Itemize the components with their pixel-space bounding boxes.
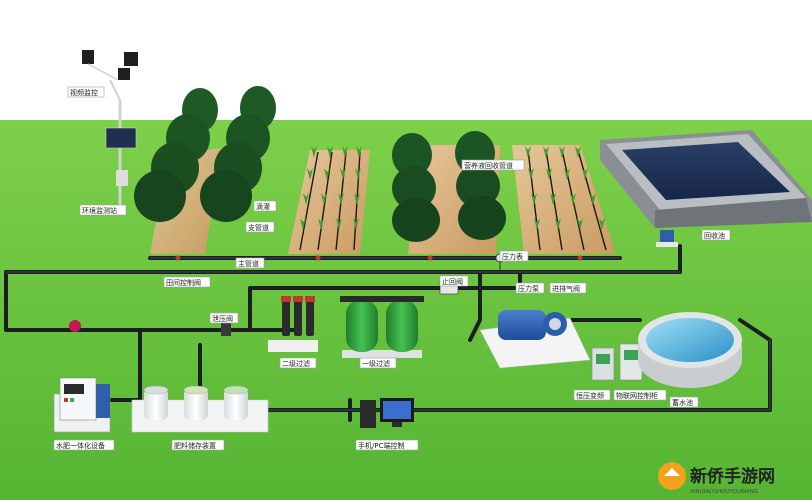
label-primary-filter: 一级过滤 (359, 357, 397, 369)
label-collection-tank: 回收池 (701, 229, 731, 241)
label-fertilizer-tanks: 肥料储存装置 (171, 439, 225, 451)
label-remote-control: 手机/PC端控制 (355, 439, 419, 451)
svg-text:进排气阀: 进排气阀 (552, 284, 580, 293)
booster-pump (479, 310, 591, 369)
svg-text:水肥一体化设备: 水肥一体化设备 (56, 441, 105, 450)
svg-text:止回阀: 止回阀 (442, 277, 463, 286)
svg-text:主管道: 主管道 (238, 259, 259, 268)
remote-computer (360, 398, 414, 428)
iot-control-cabinet (591, 343, 643, 381)
secondary-filter-unit (268, 296, 318, 352)
label-main-pipe: 主管道 (235, 257, 265, 269)
svg-text:泄压阀: 泄压阀 (212, 314, 233, 323)
label-pressure-relief: 泄压阀 (209, 312, 239, 324)
watermark: 新侨手游网 XINQIAOSHOUYOUWANG (658, 462, 775, 495)
tree-row-1 (134, 86, 276, 222)
svg-text:田间控制阀: 田间控制阀 (166, 278, 201, 287)
video-camera-pole (82, 50, 138, 101)
label-booster-pump: 压力泵 (515, 282, 545, 294)
label-field-valve: 田间控制阀 (163, 276, 211, 288)
label-reservoir: 蓄水池 (669, 396, 699, 408)
svg-text:营养液回收管道: 营养液回收管道 (464, 161, 513, 170)
field-valves (175, 255, 583, 261)
svg-text:物联网控制柜: 物联网控制柜 (616, 391, 658, 400)
svg-text:回收池: 回收池 (704, 231, 725, 240)
watermark-title: 新侨手游网 (690, 466, 775, 487)
label-iot-cabinet: 物联网控制柜 (613, 389, 667, 401)
tank-pump (656, 230, 678, 247)
label-pressure-gauge: 压力表 (499, 250, 529, 262)
reservoir-tank (638, 312, 742, 388)
collection-tank (600, 130, 812, 228)
svg-text:肥料储存装置: 肥料储存装置 (174, 441, 216, 450)
svg-text:压力表: 压力表 (502, 252, 523, 261)
tree-row-3 (392, 131, 506, 242)
label-intake-exhaust: 进排气阀 (549, 282, 587, 294)
label-video: 视频监控 (67, 86, 105, 98)
seedlings (300, 146, 605, 230)
svg-text:压力泵: 压力泵 (518, 284, 539, 293)
svg-text:蓄水池: 蓄水池 (672, 398, 693, 407)
label-variable-pump: 恒压变频 (573, 389, 611, 401)
svg-text:滴灌: 滴灌 (256, 202, 270, 211)
svg-text:一级过滤: 一级过滤 (362, 359, 390, 368)
svg-text:手机/PC端控制: 手机/PC端控制 (358, 441, 404, 450)
label-secondary-filter: 二级过滤 (279, 357, 317, 369)
fertigation-machine (53, 377, 111, 433)
label-branch-pipe: 支管道 (245, 221, 275, 233)
svg-text:二级过滤: 二级过滤 (282, 359, 310, 368)
label-check-valve: 止回阀 (439, 275, 469, 287)
watermark-subtitle: XINQIAOSHOUYOUWANG (690, 489, 758, 495)
fertilizer-tanks (131, 385, 269, 433)
label-weather: 环境监测站 (79, 204, 127, 216)
primary-filter-unit (340, 296, 424, 358)
svg-text:环境监测站: 环境监测站 (82, 206, 117, 215)
field-plot-4 (512, 145, 616, 254)
svg-text:恒压变频: 恒压变频 (576, 391, 604, 400)
field-plot-2 (288, 150, 370, 254)
svg-text:视频监控: 视频监控 (70, 88, 98, 97)
label-fertigation-machine: 水肥一体化设备 (53, 439, 115, 451)
weather-station (105, 100, 137, 210)
pipe-network (4, 244, 772, 422)
label-nutrient-return: 营养液回收管道 (461, 159, 525, 171)
label-drip-tape: 滴灌 (253, 200, 277, 212)
svg-text:支管道: 支管道 (248, 223, 269, 232)
relief-valve (69, 320, 231, 336)
